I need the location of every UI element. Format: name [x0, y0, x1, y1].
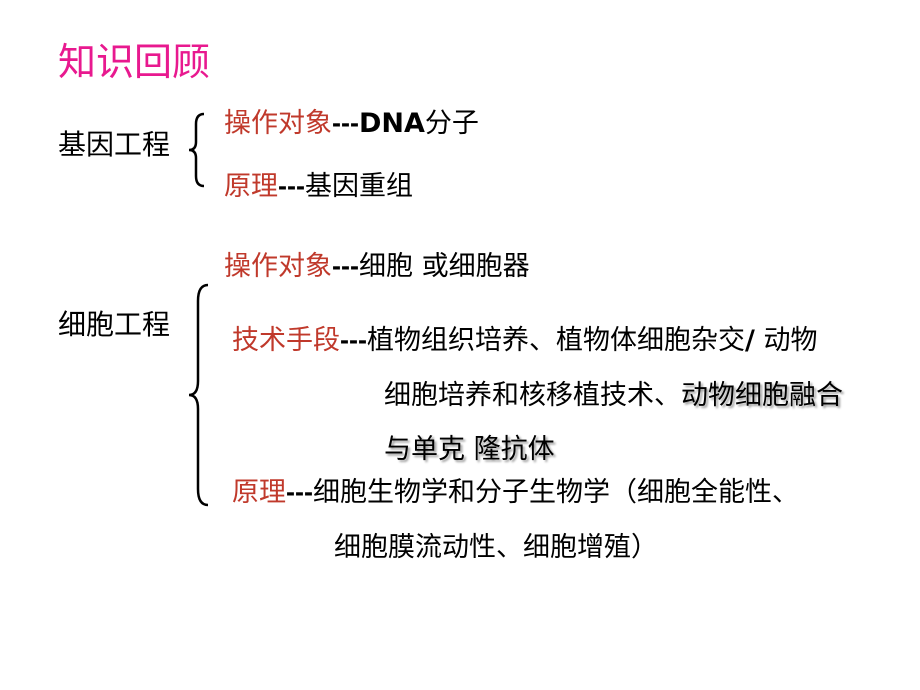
- cell-tech-line1: 技术手段---植物组织培养、植物体细胞杂交/ 动物: [232, 320, 817, 361]
- gene-brace-icon: [188, 112, 205, 188]
- cell-tech-text1-end: 动物: [754, 325, 818, 356]
- cell-tech-slash: /: [744, 325, 755, 356]
- gene-principle-line: 原理---基因重组: [224, 166, 413, 207]
- cell-tech-text1: 植物组织培养、植物体细胞杂交: [366, 325, 745, 356]
- gene-principle-term: 原理: [224, 171, 278, 202]
- gene-object-term: 操作对象: [224, 108, 332, 139]
- gene-object-line: 操作对象---DNA分子: [224, 103, 479, 144]
- cell-principle-line1: 原理---细胞生物学和分子生物学（细胞全能性、: [232, 472, 799, 513]
- slide-title: 知识回顾: [58, 40, 211, 84]
- cell-tech-dash: ---: [340, 325, 367, 355]
- cell-tech-text2-shadow: 动物细胞融合: [681, 380, 843, 411]
- cell-principle-term: 原理: [232, 477, 286, 508]
- gene-object-dash: ---: [332, 108, 359, 138]
- cell-object-value: 细胞 或细胞器: [358, 251, 530, 282]
- cell-tech-line2: 细胞培养和核移植技术、动物细胞融合: [384, 376, 843, 416]
- gene-engineering-label: 基因工程: [58, 128, 171, 161]
- gene-object-rest: 分子: [424, 108, 479, 139]
- cell-principle-text1: 细胞生物学和分子生物学（细胞全能性、: [312, 477, 799, 508]
- cell-object-dash: ---: [332, 251, 359, 281]
- cell-object-line: 操作对象---细胞 或细胞器: [224, 246, 530, 287]
- cell-tech-line3: 与单克 隆抗体: [384, 434, 555, 465]
- cell-tech-text2: 细胞培养和核移植技术、: [384, 380, 681, 411]
- cell-engineering-label: 细胞工程: [58, 308, 171, 341]
- gene-principle-dash: ---: [278, 171, 305, 201]
- cell-brace-icon: [188, 283, 209, 507]
- cell-principle-line2: 细胞膜流动性、细胞增殖）: [334, 532, 658, 563]
- cell-tech-term: 技术手段: [232, 325, 340, 356]
- gene-object-dna: DNA: [358, 108, 425, 139]
- cell-object-term: 操作对象: [224, 251, 332, 282]
- cell-principle-dash: ---: [286, 477, 313, 507]
- gene-principle-value: 基因重组: [304, 171, 413, 202]
